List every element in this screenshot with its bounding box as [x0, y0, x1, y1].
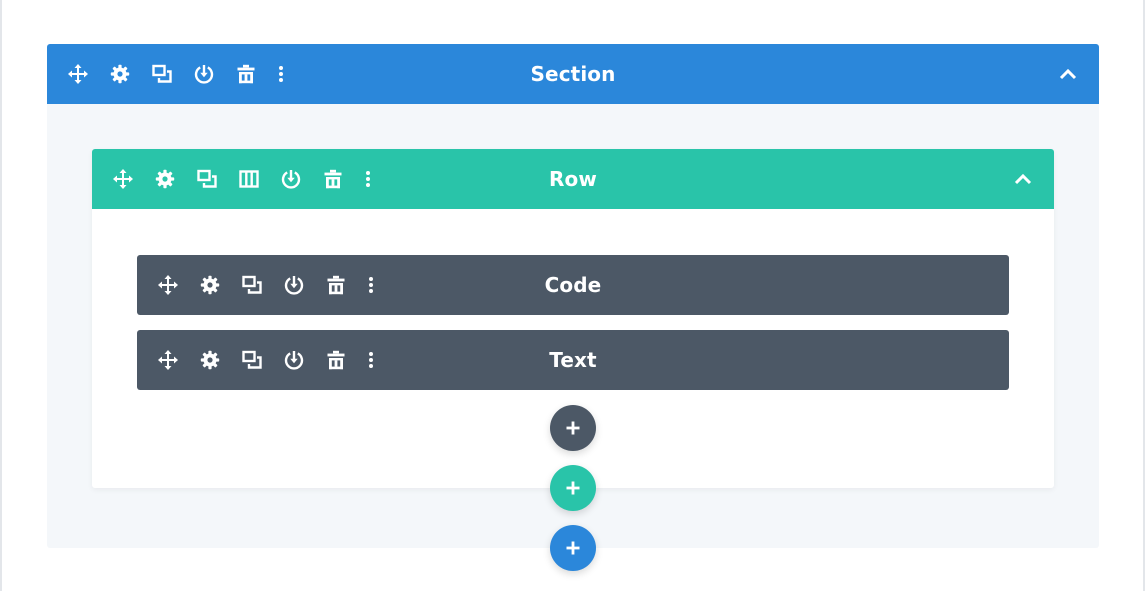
- trash-icon[interactable]: [326, 275, 346, 295]
- more-icon[interactable]: [278, 64, 284, 84]
- more-icon[interactable]: [365, 169, 371, 189]
- save-icon[interactable]: [194, 64, 214, 84]
- move-icon[interactable]: [158, 350, 178, 370]
- plus-icon: [566, 541, 580, 555]
- module-code[interactable]: Code: [137, 255, 1009, 315]
- module-title: Code: [544, 273, 602, 297]
- move-icon[interactable]: [68, 64, 88, 84]
- trash-icon[interactable]: [323, 169, 343, 189]
- module-toolbar: [158, 255, 374, 315]
- move-icon[interactable]: [158, 275, 178, 295]
- duplicate-icon[interactable]: [197, 169, 217, 189]
- frame-border-left: [0, 0, 2, 591]
- save-icon[interactable]: [281, 169, 301, 189]
- save-icon[interactable]: [284, 350, 304, 370]
- more-icon[interactable]: [368, 275, 374, 295]
- add-row-button[interactable]: [550, 465, 596, 511]
- add-module-button[interactable]: [550, 405, 596, 451]
- chevron-up-icon[interactable]: [1058, 64, 1078, 84]
- columns-icon[interactable]: [239, 169, 259, 189]
- chevron-up-icon[interactable]: [1013, 169, 1033, 189]
- row-block: Row: [92, 149, 1054, 488]
- module-title: Text: [549, 348, 597, 372]
- duplicate-icon[interactable]: [242, 350, 262, 370]
- move-icon[interactable]: [113, 169, 133, 189]
- duplicate-icon[interactable]: [242, 275, 262, 295]
- row-toolbar: [113, 149, 371, 209]
- settings-icon[interactable]: [110, 64, 130, 84]
- trash-icon[interactable]: [236, 64, 256, 84]
- section-toolbar: [68, 44, 284, 104]
- add-section-button[interactable]: [550, 525, 596, 571]
- trash-icon[interactable]: [326, 350, 346, 370]
- settings-icon[interactable]: [200, 275, 220, 295]
- module-toolbar: [158, 330, 374, 390]
- row-header[interactable]: Row: [92, 149, 1054, 209]
- settings-icon[interactable]: [200, 350, 220, 370]
- row-title: Row: [549, 167, 597, 191]
- save-icon[interactable]: [284, 275, 304, 295]
- section-title: Section: [530, 62, 616, 86]
- duplicate-icon[interactable]: [152, 64, 172, 84]
- section-header[interactable]: Section: [47, 44, 1099, 104]
- settings-icon[interactable]: [155, 169, 175, 189]
- plus-icon: [566, 421, 580, 435]
- more-icon[interactable]: [368, 350, 374, 370]
- module-text[interactable]: Text: [137, 330, 1009, 390]
- plus-icon: [566, 481, 580, 495]
- section-block: Section: [47, 44, 1099, 548]
- frame-border-right: [1143, 0, 1145, 591]
